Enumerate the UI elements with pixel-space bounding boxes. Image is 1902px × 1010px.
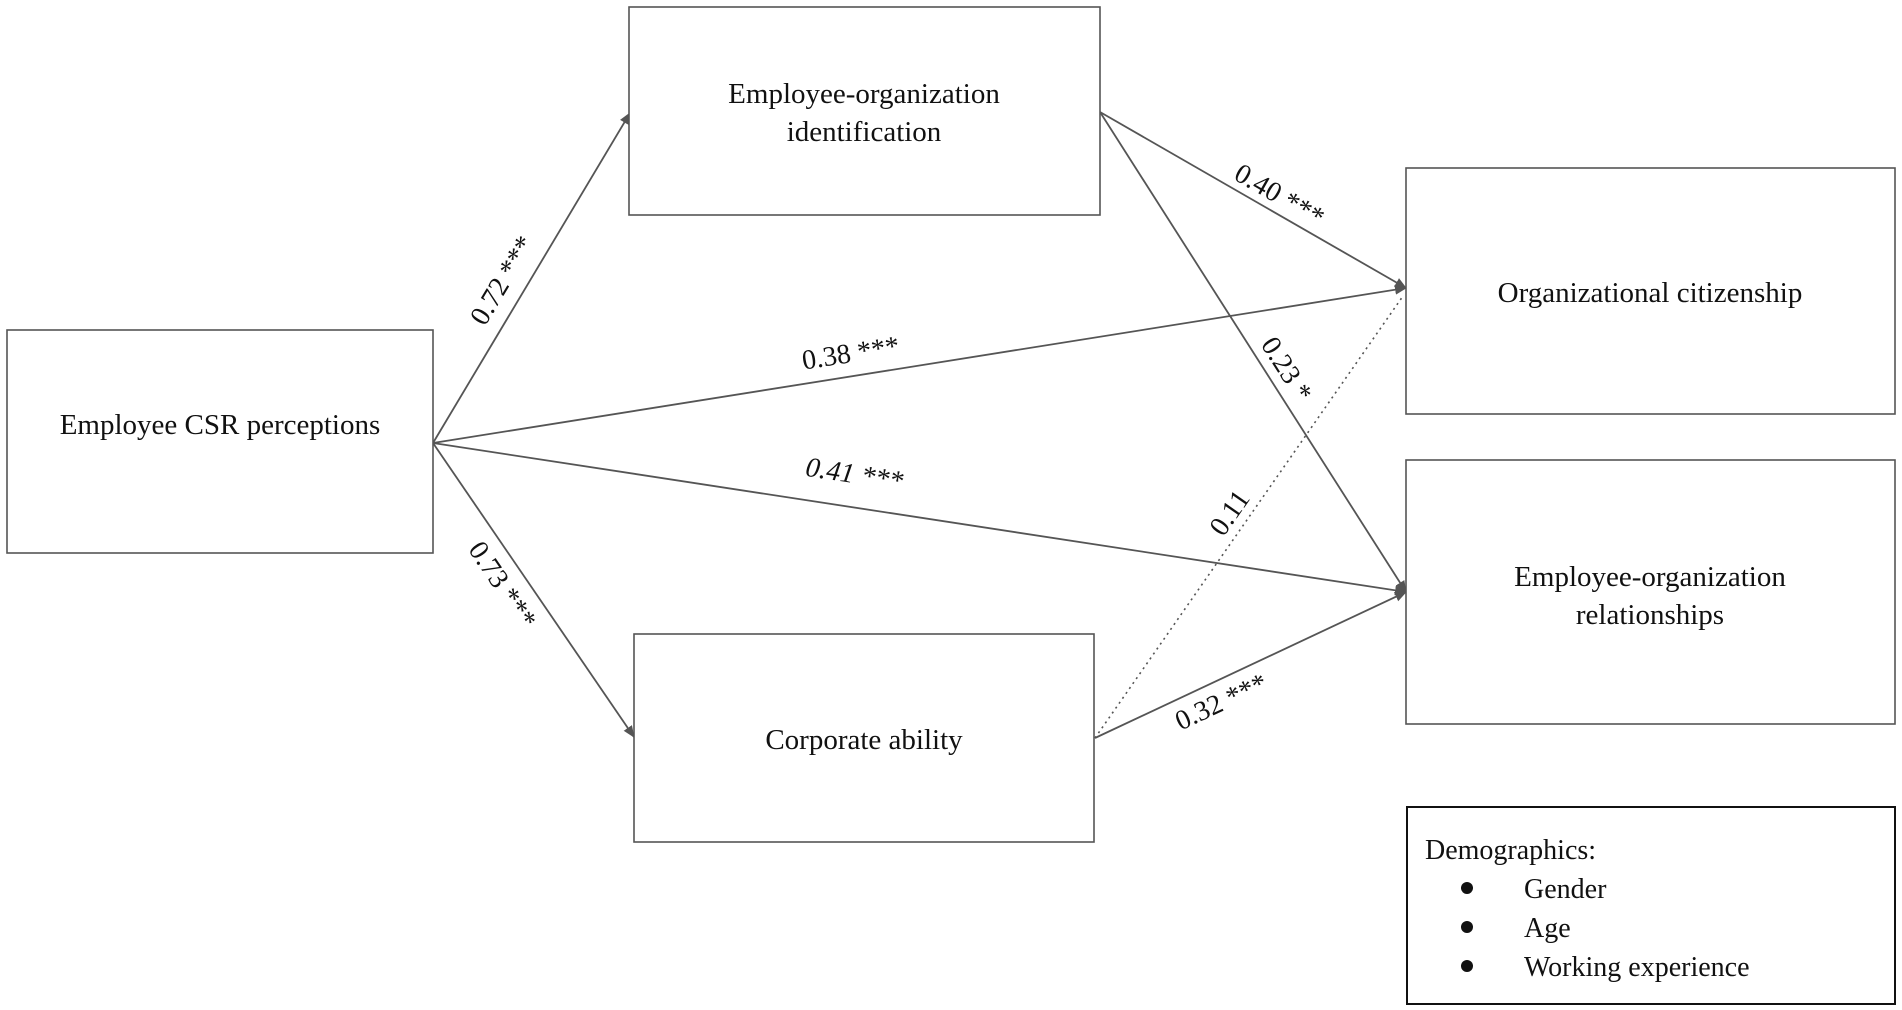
node-employee-organization-relationships: Employee-organization relationships (1405, 459, 1896, 725)
edge-identification-to-citizenship (1099, 111, 1407, 289)
node-label-line-2: relationships (1576, 599, 1724, 631)
legend-item-age: Age (1524, 913, 1571, 944)
node-organizational-citizenship: Organizational citizenship (1405, 167, 1896, 415)
bullet-icon (1461, 921, 1473, 933)
edge-csr-to-identification (432, 112, 631, 444)
edge-identification-to-relationships (1099, 111, 1407, 593)
node-label-line-1: Employee-organization (728, 78, 1000, 110)
label-csr-to-relationships: 0.41 *** (804, 452, 906, 497)
label-csr-to-citizenship: 0.38 *** (800, 331, 902, 377)
node-corporate-ability: Corporate ability (633, 633, 1095, 843)
edges (432, 111, 1407, 739)
node-label: Employee CSR perceptions (60, 409, 381, 441)
legend-title: Demographics: (1425, 835, 1596, 866)
node-label-line-1: Employee-organization (1514, 561, 1786, 593)
bullet-icon (1461, 960, 1473, 972)
demographics-legend: Demographics: Gender Age Working experie… (1406, 806, 1896, 1005)
legend-item-gender: Gender (1524, 874, 1607, 905)
edge-csr-to-relationships (432, 442, 1407, 596)
edge-csr-to-corporate-ability (432, 442, 635, 738)
edge-csr-to-citizenship (432, 284, 1407, 444)
node-label: Organizational citizenship (1498, 277, 1803, 309)
node-label-line-2: identification (787, 116, 942, 148)
legend-item-working-experience: Working experience (1524, 952, 1750, 983)
edge-corporate-ability-to-relationships (1094, 591, 1407, 739)
node-employee-organization-identification: Employee-organization identification (628, 6, 1101, 216)
node-label: Corporate ability (765, 724, 963, 756)
node-employee-csr-perceptions: Employee CSR perceptions (6, 329, 434, 554)
bullet-icon (1461, 882, 1473, 894)
label-corporate-ability-to-citizenship: 0.11 (1204, 485, 1257, 542)
